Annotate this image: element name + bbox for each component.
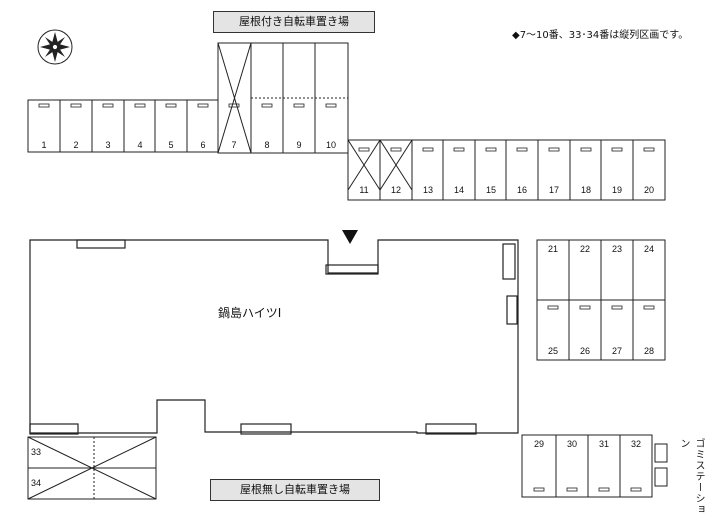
space-number-12: 12 (391, 185, 401, 195)
slot-marker-9 (293, 103, 305, 108)
slot-marker-4 (134, 103, 146, 108)
slot-marker-27 (611, 305, 623, 310)
space-number-31: 31 (599, 439, 609, 449)
space-number-9: 9 (296, 140, 301, 150)
space-number-23: 23 (612, 244, 622, 254)
space-number-13: 13 (423, 185, 433, 195)
space-number-8: 8 (264, 140, 269, 150)
space-number-15: 15 (486, 185, 496, 195)
slot-marker-12 (390, 147, 402, 152)
slot-marker-11 (358, 147, 370, 152)
covered-parking-label: 屋根付き自転車置き場 (213, 11, 375, 33)
space-number-30: 30 (567, 439, 577, 449)
slot-marker-29 (533, 487, 545, 492)
parking-row-b (347, 139, 666, 201)
space-number-28: 28 (644, 346, 654, 356)
space-number-16: 16 (517, 185, 527, 195)
slot-marker-30 (566, 487, 578, 492)
slot-marker-19 (611, 147, 623, 152)
slot-marker-2 (70, 103, 82, 108)
layout-note: ◆7～10番、33･34番は縦列区画です。 (512, 30, 689, 41)
slot-marker-6 (197, 103, 209, 108)
slot-marker-28 (643, 305, 655, 310)
space-number-25: 25 (548, 346, 558, 356)
building-outline (29, 239, 519, 435)
parking-row-d (27, 436, 157, 500)
space-number-27: 27 (612, 346, 622, 356)
slot-marker-16 (516, 147, 528, 152)
space-number-34: 34 (31, 478, 41, 488)
space-number-14: 14 (454, 185, 464, 195)
parking-row-c (521, 434, 668, 498)
space-number-3: 3 (105, 140, 110, 150)
space-number-29: 29 (534, 439, 544, 449)
slot-marker-32 (630, 487, 642, 492)
space-number-22: 22 (580, 244, 590, 254)
space-number-32: 32 (631, 439, 641, 449)
space-number-17: 17 (549, 185, 559, 195)
slot-marker-14 (453, 147, 465, 152)
space-number-19: 19 (612, 185, 622, 195)
space-number-6: 6 (200, 140, 205, 150)
space-number-1: 1 (41, 140, 46, 150)
space-number-4: 4 (137, 140, 142, 150)
covered-block (217, 42, 349, 154)
space-number-11: 11 (359, 185, 368, 195)
slot-marker-1 (38, 103, 50, 108)
space-number-18: 18 (581, 185, 591, 195)
space-number-5: 5 (168, 140, 173, 150)
slot-marker-15 (485, 147, 497, 152)
slot-marker-8 (261, 103, 273, 108)
slot-marker-25 (547, 305, 559, 310)
entrance-marker-icon (342, 230, 358, 244)
space-number-33: 33 (31, 447, 41, 457)
slot-marker-3 (102, 103, 114, 108)
slot-marker-10 (325, 103, 337, 108)
space-number-10: 10 (326, 140, 336, 150)
compass-icon (37, 29, 73, 65)
parking-row-a (27, 99, 219, 153)
slot-marker-13 (422, 147, 434, 152)
slot-marker-5 (165, 103, 177, 108)
space-number-20: 20 (644, 185, 654, 195)
slot-markers (38, 103, 655, 492)
space-number-21: 21 (548, 244, 558, 254)
parking-grid-right (536, 239, 666, 361)
building-name: 鍋島ハイツⅠ (218, 306, 282, 320)
garbage-station-label: ゴミステーション (678, 438, 704, 515)
slot-marker-20 (643, 147, 655, 152)
uncovered-parking-label: 屋根無し自転車置き場 (210, 479, 380, 501)
space-number-26: 26 (580, 346, 590, 356)
slot-marker-26 (579, 305, 591, 310)
slot-marker-17 (548, 147, 560, 152)
slot-marker-7 (228, 103, 240, 108)
slot-marker-18 (580, 147, 592, 152)
slot-marker-31 (598, 487, 610, 492)
space-number-24: 24 (644, 244, 654, 254)
space-number-7: 7 (231, 140, 236, 150)
space-number-2: 2 (73, 140, 78, 150)
